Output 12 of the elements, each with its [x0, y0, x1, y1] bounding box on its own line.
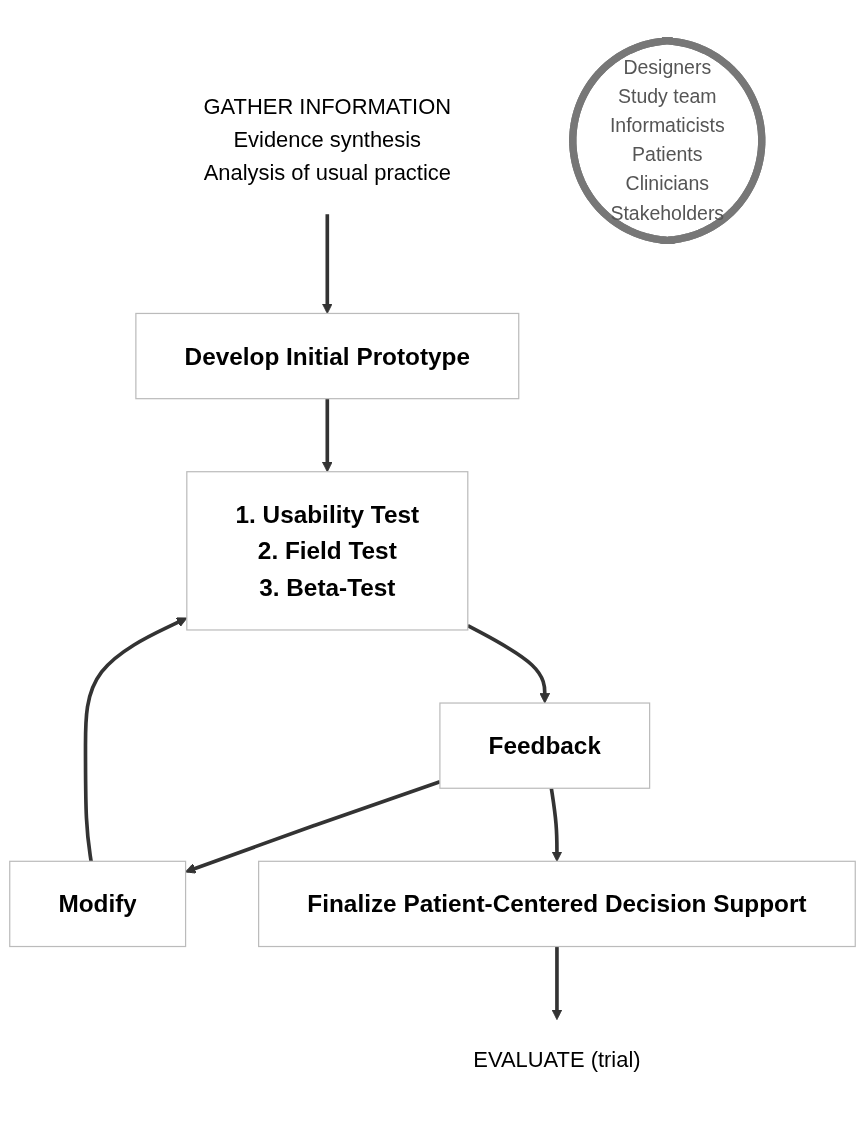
arrow — [549, 788, 563, 862]
node-box: Feedback — [439, 702, 651, 789]
arrow — [551, 946, 563, 1021]
node-box: Develop Initial Prototype — [135, 312, 520, 400]
arrow — [321, 214, 333, 314]
node-text: EVALUATE (trial) — [473, 1047, 641, 1072]
node-box: 1. Usability Test 2. Field Test 3. Beta-Test — [186, 471, 469, 631]
arrow — [466, 624, 551, 704]
node-text: GATHER INFORMATION Evidence synthesis Analysis of usual practice — [203, 94, 452, 186]
arrow — [321, 398, 333, 473]
node-box: Modify — [9, 860, 187, 948]
node-box: Finalize Patient-Centered Decision Support — [258, 860, 856, 948]
